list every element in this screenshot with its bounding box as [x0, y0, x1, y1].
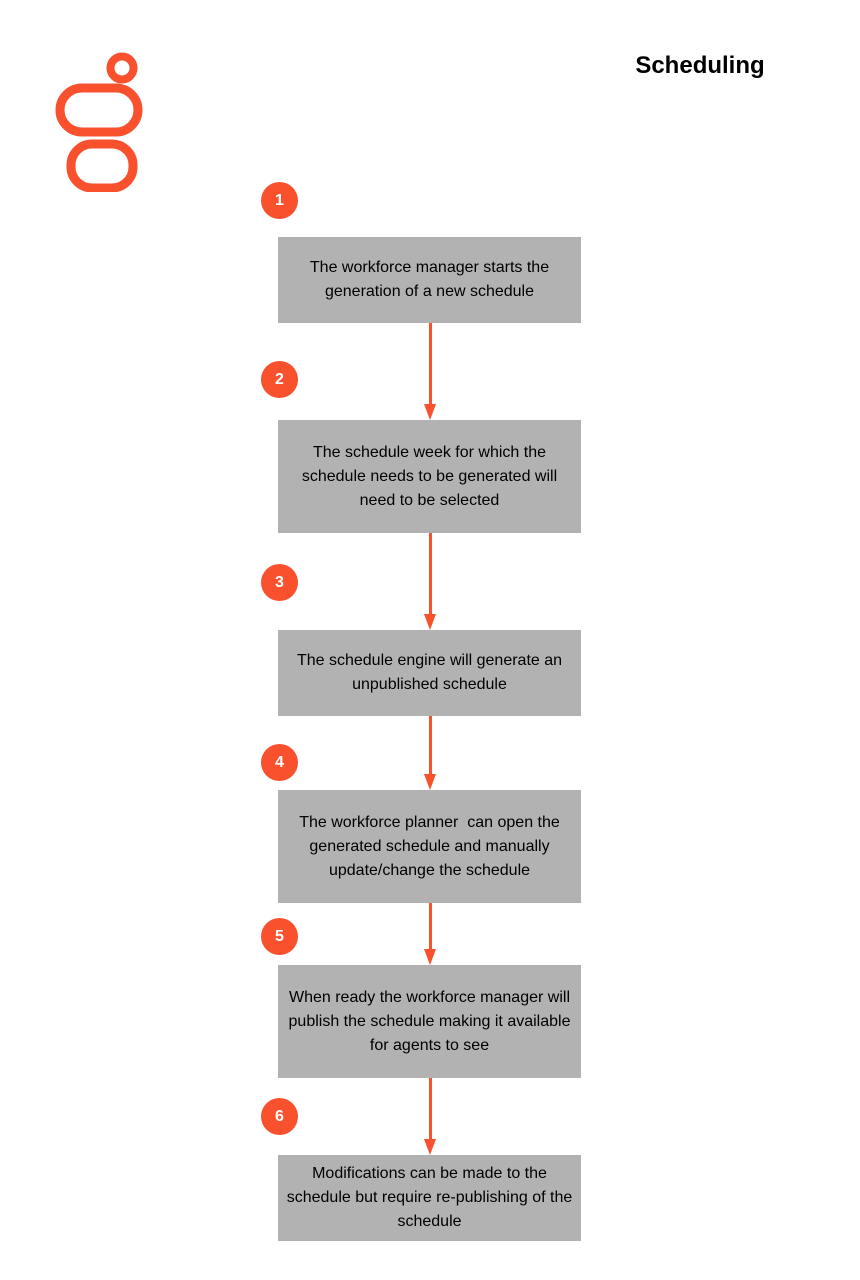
step-number-badge: 6 [261, 1098, 298, 1135]
step-description-box: Modifications can be made to the schedul… [278, 1155, 581, 1241]
step-description-box: The workforce planner can open the gener… [278, 790, 581, 903]
step-number-badge: 4 [261, 744, 298, 781]
step-description-box: The schedule week for which the schedule… [278, 420, 581, 533]
arrow-shaft [429, 533, 432, 616]
arrow-shaft [429, 323, 432, 406]
arrow-head-icon [424, 614, 436, 630]
company-logo [55, 52, 150, 192]
step-number-badge: 3 [261, 564, 298, 601]
arrow-head-icon [424, 774, 436, 790]
step-description-box: The schedule engine will generate an unp… [278, 630, 581, 716]
step-number-badge: 1 [261, 182, 298, 219]
flow-arrow [424, 323, 436, 420]
step-description-box: The workforce manager starts the generat… [278, 237, 581, 323]
arrow-head-icon [424, 404, 436, 420]
arrow-shaft [429, 716, 432, 776]
step-number-badge: 5 [261, 918, 298, 955]
page-title: Scheduling [635, 52, 765, 79]
flow-arrow [424, 1078, 436, 1155]
arrow-head-icon [424, 949, 436, 965]
step-number-badge: 2 [261, 361, 298, 398]
flow-arrow [424, 533, 436, 630]
arrow-shaft [429, 1078, 432, 1141]
arrow-head-icon [424, 1139, 436, 1155]
flow-arrow [424, 716, 436, 790]
flow-arrow [424, 903, 436, 965]
step-description-box: When ready the workforce manager will pu… [278, 965, 581, 1078]
arrow-shaft [429, 903, 432, 951]
